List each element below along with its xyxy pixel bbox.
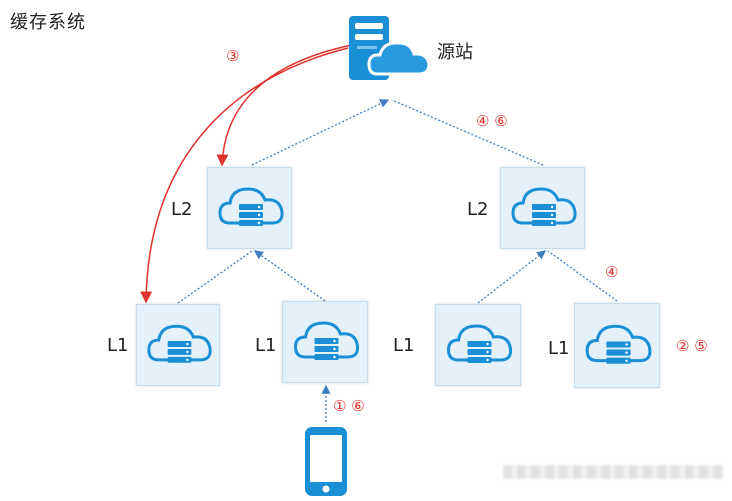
node-l2-left — [207, 167, 292, 249]
node-l1-d-label: L1 — [548, 338, 570, 359]
node-l1-d — [574, 303, 660, 388]
step-marker-4-6-top: ④ ⑥ — [476, 112, 508, 130]
origin-label: 源站 — [437, 42, 473, 63]
node-l1-b-label: L1 — [255, 335, 277, 356]
cloud-server-icon — [446, 324, 513, 363]
cloud-server-icon — [511, 187, 577, 226]
link-l1-a-to-l2-left — [177, 250, 253, 304]
node-l1-b — [282, 301, 368, 383]
redirect-arrow-to-l1 — [140, 47, 349, 304]
link-l2-left-to-origin — [251, 99, 390, 166]
step-marker-3: ③ — [226, 47, 240, 65]
node-l2-left-label: L2 — [171, 199, 193, 220]
cloud-server-icon — [293, 321, 360, 360]
node-l2-right-label: L2 — [467, 199, 489, 220]
diagram-title: 缓存系统 — [10, 12, 86, 33]
step-marker-2-5: ② ⑤ — [676, 337, 708, 355]
node-l1-a — [136, 304, 220, 386]
redirect-arrow-to-l2 — [216, 44, 353, 167]
cloud-server-icon — [147, 324, 212, 363]
node-l2-right — [500, 167, 585, 249]
mobile-phone-icon — [304, 426, 348, 497]
node-l1-a-label: L1 — [107, 335, 129, 356]
cloud-server-icon — [218, 187, 284, 226]
node-l1-c-label: L1 — [393, 335, 415, 356]
link-l1-b-to-l2-left — [253, 250, 326, 302]
blurred-watermark — [503, 465, 723, 479]
cloud-server-icon — [585, 324, 652, 364]
node-l1-c — [435, 304, 521, 386]
origin-server-cloud-icon — [347, 14, 432, 84]
step-marker-4-right: ④ — [605, 263, 619, 281]
link-l2-right-to-origin — [391, 99, 544, 166]
step-marker-1-6: ① ⑥ — [333, 397, 365, 415]
link-l1-c-to-l2-right — [477, 250, 547, 304]
